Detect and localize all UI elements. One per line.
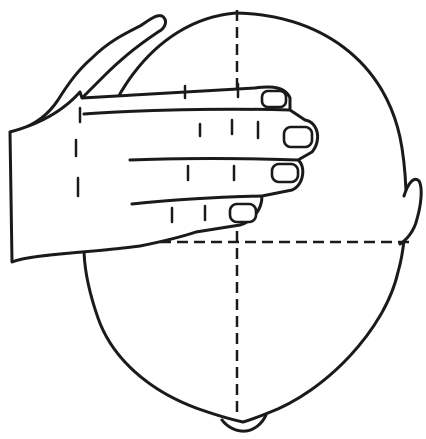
middle-fingernail bbox=[284, 127, 312, 147]
ring-fingernail bbox=[272, 164, 298, 182]
finger-line-2 bbox=[130, 159, 298, 161]
index-fingernail bbox=[262, 91, 286, 107]
little-fingernail bbox=[230, 204, 256, 222]
